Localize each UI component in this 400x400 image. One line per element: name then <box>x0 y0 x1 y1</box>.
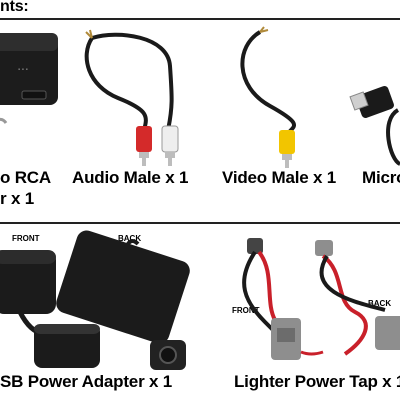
section-divider <box>0 222 400 224</box>
power-tap-front-label: FRONT <box>232 306 260 315</box>
audio-male-image <box>78 26 198 166</box>
usb-adapter-caption: SB Power Adapter x 1 <box>0 372 173 391</box>
audio-male-caption: Audio Male x 1 <box>72 168 189 187</box>
video-male-image <box>230 26 320 168</box>
frame-top-border <box>0 18 400 20</box>
power-tap-back-label: BACK <box>368 299 392 308</box>
micro-usb-image <box>349 60 400 170</box>
section-header: nts: <box>0 0 29 15</box>
micro-usb-caption: Micro <box>362 168 400 187</box>
hdmi-rca-caption-line2: r x 1 <box>0 189 34 208</box>
lighter-power-tap-image <box>215 232 400 372</box>
hdmi-rca-converter-image: ▪ ▪ ▪ <box>0 25 70 135</box>
usb-power-adapter-image <box>0 230 200 375</box>
hdmi-rca-caption-line1: o RCA <box>0 168 51 187</box>
usb-adapter-front-label: FRONT <box>12 234 40 243</box>
svg-text:▪ ▪ ▪: ▪ ▪ ▪ <box>18 67 28 73</box>
power-tap-caption: Lighter Power Tap x 1 <box>234 372 400 391</box>
video-male-caption: Video Male x 1 <box>222 168 337 187</box>
usb-adapter-back-label: BACK <box>118 234 142 243</box>
